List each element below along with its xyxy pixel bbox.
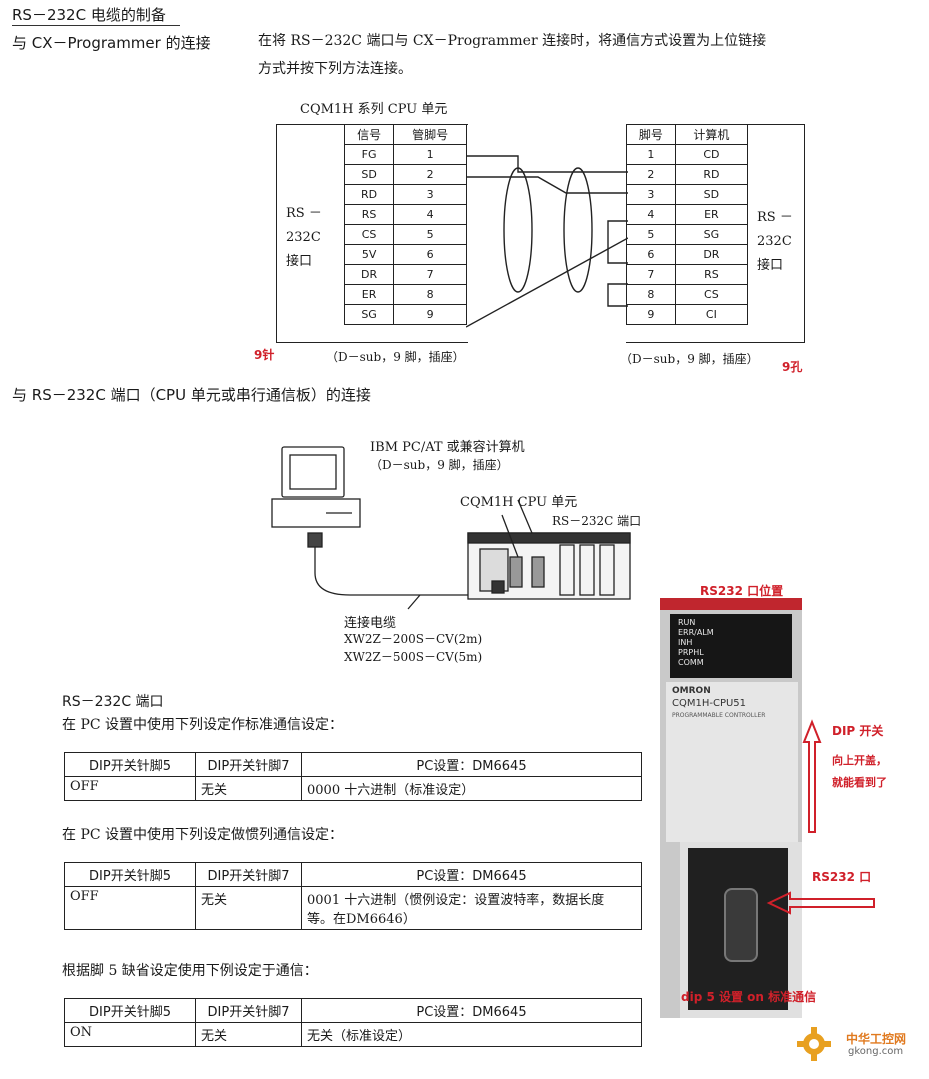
db9-plug-icon <box>307 532 323 548</box>
jumper-er-dr <box>607 220 628 264</box>
cable-shield-1 <box>503 167 533 293</box>
cable-wiring-lines <box>466 155 628 328</box>
rs232-location-label: RS232 口位置 <box>700 584 784 598</box>
pc-label: IBM PC/AT 或兼容计算机 <box>370 440 525 455</box>
rs232-port-label: RS232 口 <box>812 870 872 884</box>
model-label: CQM1H-CPU51 <box>672 698 747 709</box>
brand-logo: OMRON <box>672 686 711 696</box>
intro-line-1: 在将 RS－232C 端口与 CX－Programmer 连接时，将通信方式设置… <box>258 33 767 49</box>
cable-shield-2 <box>563 167 593 293</box>
wire-sg-sg <box>466 237 628 328</box>
cpu-caption: CQM1H 系列 CPU 单元 <box>300 102 448 117</box>
jumper-rs-cs <box>607 283 628 307</box>
dip-switch-title: DIP 开关 <box>832 724 884 738</box>
watermark-url: gkong.com <box>848 1046 904 1057</box>
rs232-port-icon <box>491 580 505 594</box>
rs232-port-area <box>688 848 788 1010</box>
pc-cpu-illustration <box>271 446 631 610</box>
port-label: RS－232C 端口 <box>552 514 642 528</box>
section2-title: 与 RS－232C 端口（CPU 单元或串行通信板）的连接 <box>12 386 371 404</box>
port-title: RS－232C 端口 <box>62 694 164 710</box>
watermark-title: 中华工控网 <box>846 1032 907 1046</box>
right-pin-note: 9孔 <box>782 360 803 374</box>
db9-connector-icon <box>724 888 758 962</box>
monitor-icon <box>281 446 345 498</box>
pc-connector-type: （D－sub，9 脚，插座） <box>370 458 509 472</box>
section-subtitle: 与 CX－Programmer 的连接 <box>12 34 211 52</box>
title-underline <box>12 25 180 26</box>
cpu-label: CQM1H CPU 单元 <box>460 495 578 510</box>
left-port-label: RS － 232C 接口 <box>286 206 322 269</box>
dip5-note: dip 5 设置 on 标准通信 <box>681 990 817 1004</box>
right-port-label: RS － 232C 接口 <box>757 210 793 273</box>
page-title: RS－232C 电缆的制备 <box>12 6 166 24</box>
gear-icon <box>797 1027 831 1061</box>
cable-title: 连接电缆 <box>344 616 397 631</box>
cable-model-2: XW2Z－500S－CV(5m) <box>344 650 483 664</box>
dip-switch-note-1: 向上开盖， <box>832 754 887 767</box>
dip-switch-note-2: 就能看到了 <box>832 776 887 789</box>
pc-base-icon <box>271 498 361 528</box>
left-connector-type: （D－sub，9 脚，插座） <box>326 350 465 364</box>
left-arrow-icon <box>766 891 875 915</box>
cable-model-1: XW2Z－200S－CV(2m) <box>344 632 483 646</box>
wire-sd-rd <box>466 155 628 173</box>
settings-desc-1: 在 PC 设置中使用下列设定作标准通信设定： <box>62 717 344 733</box>
settings-desc-3: 根据脚 5 缺省设定使用下例设定于通信： <box>62 963 318 979</box>
up-arrow-icon <box>802 719 822 833</box>
monitor-screen <box>289 454 337 490</box>
left-pin-note: 9针 <box>254 348 275 362</box>
intro-line-2: 方式并按下列方法连接。 <box>258 61 412 77</box>
settings-desc-2: 在 PC 设置中使用下列设定做惯列通信设定： <box>62 827 344 843</box>
wire-rd-sd <box>466 176 628 194</box>
right-connector-type: （D－sub，9 脚，插座） <box>620 352 759 366</box>
